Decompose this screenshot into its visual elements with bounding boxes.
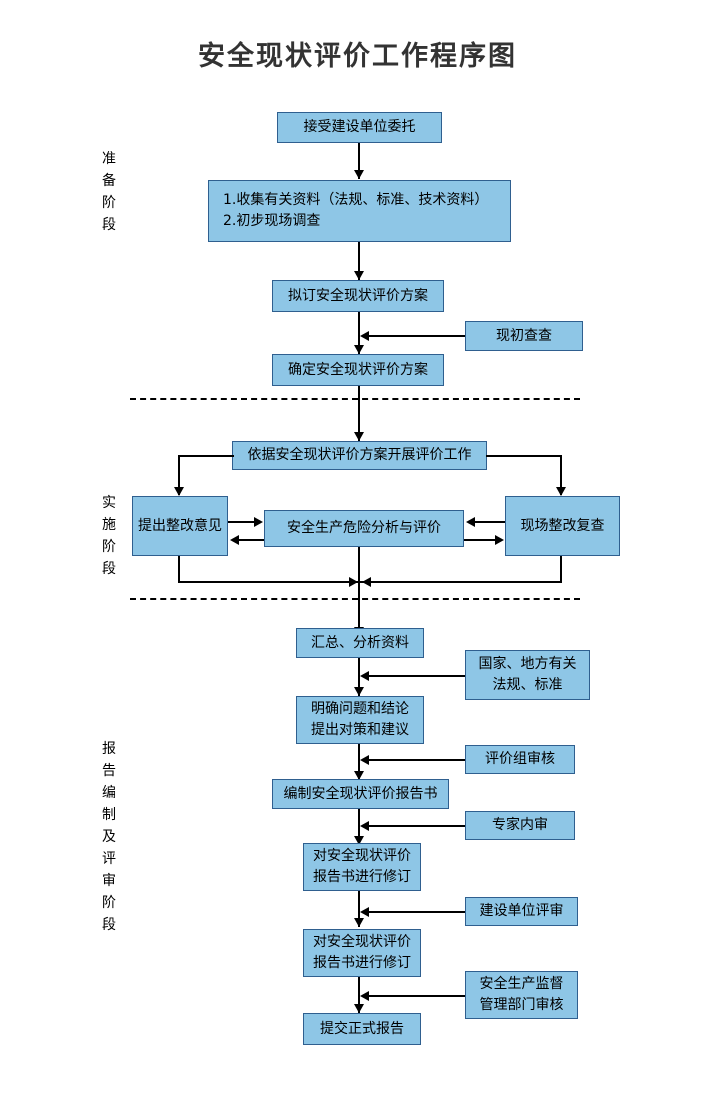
connector-hazard-down-to-summary: [358, 547, 360, 636]
node-revise-report-2[interactable]: 对安全现状评价 报告书进行修订: [303, 929, 421, 977]
node-carry-out-evaluation[interactable]: 依据安全现状评价方案开展评价工作: [232, 441, 487, 470]
connector-expert-to-revise-1: [366, 825, 465, 827]
arrowhead-collect: [354, 170, 364, 179]
arrowhead-hazard-from-recheck: [466, 517, 475, 527]
connector-group-review-to-compile: [366, 759, 465, 761]
node-national-local-regs-label: 国家、地方有关 法规、标准: [478, 656, 577, 693]
node-compile-report[interactable]: 编制安全现状评价报告书: [272, 779, 449, 809]
node-submit-final-report-label: 提交正式报告: [320, 1020, 404, 1037]
connector-hazard-to-recheck: [464, 539, 497, 541]
arrowhead-propose-rectification: [174, 487, 184, 496]
node-preliminary-survey[interactable]: 现初查查: [465, 321, 583, 351]
connector-evaluation-down-left: [178, 455, 180, 495]
connector-merge-left: [178, 581, 360, 583]
stage-divider-implementation-reporting: [130, 598, 580, 600]
connector-summary-to-conclusions: [358, 658, 360, 696]
node-summarize-analyze[interactable]: 汇总、分析资料: [296, 628, 424, 658]
node-supervision-review[interactable]: 安全生产监督 管理部门审核: [465, 971, 578, 1019]
connector-owner-to-revise-2: [366, 911, 465, 913]
node-compile-report-label: 编制安全现状评价报告书: [283, 785, 438, 802]
node-clarify-conclusions[interactable]: 明确问题和结论 提出对策和建议: [296, 696, 424, 744]
arrowhead-rectification-from-hazard: [230, 535, 239, 545]
node-hazard-analysis-label: 安全生产危险分析与评价: [287, 520, 441, 536]
node-revise-report-1[interactable]: 对安全现状评价 报告书进行修订: [303, 843, 421, 891]
node-supervision-review-label: 安全生产监督 管理部门审核: [479, 976, 564, 1013]
node-carry-out-evaluation-label: 依据安全现状评价方案开展评价工作: [247, 447, 472, 463]
node-collect-data[interactable]: 1.收集有关资料（法规、标准、技术资料） 2.初步现场调查: [208, 180, 511, 242]
arrowhead-compile-from-group-review: [360, 755, 369, 765]
node-expert-internal-review[interactable]: 专家内审: [465, 811, 575, 840]
node-onsite-recheck[interactable]: 现场整改复查: [505, 496, 620, 556]
node-revise-report-1-label: 对安全现状评价 报告书进行修订: [313, 848, 411, 885]
node-clarify-conclusions-label: 明确问题和结论 提出对策和建议: [311, 701, 409, 738]
connector-evaluation-branch-right: [486, 455, 562, 457]
connector-revise-1-to-revise-2: [358, 891, 360, 927]
connector-merge-right: [360, 581, 562, 583]
connector-regs-to-conclusions: [366, 675, 465, 677]
node-draft-plan[interactable]: 拟订安全现状评价方案: [272, 280, 444, 312]
connector-conclusions-to-compile: [358, 744, 360, 780]
node-revise-report-2-label: 对安全现状评价 报告书进行修订: [313, 934, 411, 971]
node-preliminary-survey-label: 现初查查: [496, 327, 552, 344]
arrowhead-compile-report: [354, 771, 364, 780]
arrowhead-revise-1-from-expert: [360, 821, 369, 831]
node-accept-commission-label: 接受建设单位委托: [303, 119, 416, 135]
arrowhead-revise-2-from-owner: [360, 907, 369, 917]
node-national-local-regs[interactable]: 国家、地方有关 法规、标准: [465, 650, 590, 700]
arrowhead-confirm-plan: [354, 345, 364, 354]
arrowhead-revise-report-2: [354, 918, 364, 927]
arrowhead-revise-report-1: [354, 836, 364, 845]
connector-recheck-to-hazard: [473, 521, 505, 523]
node-expert-internal-review-label: 专家内审: [492, 817, 548, 833]
connector-supervision-to-submit: [366, 995, 465, 997]
node-collect-data-label: 1.收集有关资料（法规、标准、技术资料） 2.初步现场调查: [223, 192, 489, 229]
node-owner-review[interactable]: 建设单位评审: [465, 897, 578, 926]
connector-survey-to-confirm: [366, 335, 465, 337]
connector-evaluation-branch-left: [178, 455, 234, 457]
arrowhead-clarify-conclusions: [354, 687, 364, 696]
node-draft-plan-label: 拟订安全现状评价方案: [288, 287, 428, 304]
arrowhead-carry-out-evaluation: [354, 432, 364, 441]
arrowhead-recheck-from-hazard: [495, 535, 504, 545]
arrowhead-submit-from-supervision: [360, 991, 369, 1001]
node-onsite-recheck-label: 现场整改复查: [520, 517, 605, 534]
stage-label-reporting: 报告编制及评审阶段: [102, 741, 116, 933]
page-title: 安全现状评价工作程序图: [198, 41, 517, 72]
connector-rectification-down: [178, 556, 180, 583]
node-group-review[interactable]: 评价组审核: [465, 745, 575, 774]
arrowhead-submit-final-report: [354, 1004, 364, 1013]
connector-confirm-to-evaluation: [358, 386, 360, 441]
connector-hazard-to-rectification: [236, 539, 264, 541]
node-propose-rectification-label: 提出整改意见: [138, 517, 222, 534]
connector-revise-2-to-submit: [358, 977, 360, 1013]
stage-divider-preparation-implementation: [130, 398, 580, 400]
stage-label-preparation: 准备阶段: [102, 151, 116, 233]
node-group-review-label: 评价组审核: [485, 751, 555, 767]
connector-accept-to-collect: [358, 143, 360, 179]
arrowhead-hazard-from-rectification: [254, 517, 263, 527]
arrowhead-confirm-from-survey: [360, 331, 369, 341]
connector-compile-to-revise-1: [358, 809, 360, 845]
node-owner-review-label: 建设单位评审: [479, 903, 564, 919]
node-hazard-analysis[interactable]: 安全生产危险分析与评价: [264, 510, 464, 547]
arrowhead-merge-from-right: [362, 577, 371, 587]
arrowhead-draft-plan: [354, 271, 364, 280]
node-submit-final-report[interactable]: 提交正式报告: [303, 1013, 421, 1045]
node-confirm-plan-label: 确定安全现状评价方案: [288, 361, 428, 378]
connector-collect-to-draft: [358, 242, 360, 280]
connector-evaluation-down-right: [560, 455, 562, 495]
connector-draft-to-confirm: [358, 312, 360, 354]
arrowhead-onsite-recheck: [556, 487, 566, 496]
stage-label-implementation: 实施阶段: [102, 495, 116, 577]
node-accept-commission[interactable]: 接受建设单位委托: [277, 112, 442, 143]
connector-rectification-to-hazard: [228, 521, 256, 523]
node-propose-rectification[interactable]: 提出整改意见: [132, 496, 228, 556]
node-summarize-analyze-label: 汇总、分析资料: [311, 634, 409, 651]
node-confirm-plan[interactable]: 确定安全现状评价方案: [272, 354, 444, 386]
arrowhead-conclusions-from-regs: [360, 671, 369, 681]
connector-recheck-down: [560, 556, 562, 583]
arrowhead-merge-from-left: [349, 577, 358, 587]
